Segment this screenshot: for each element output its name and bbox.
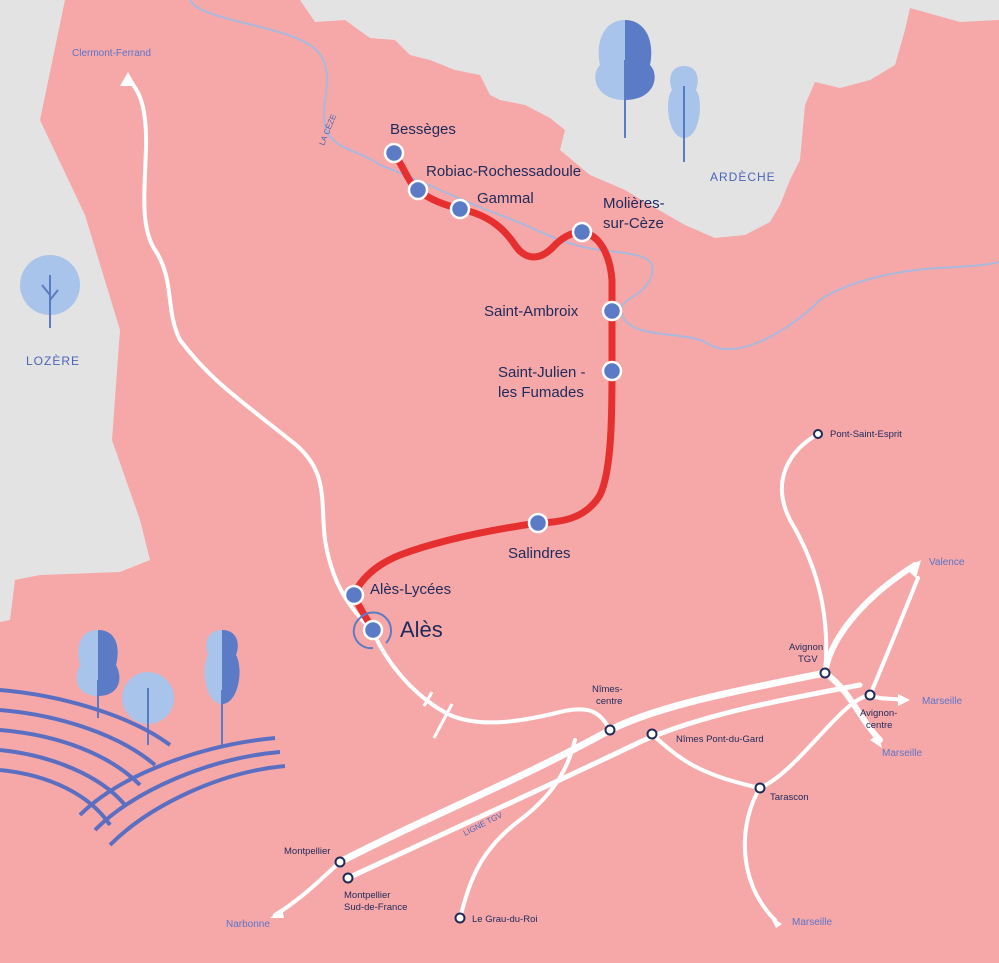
dest-label-narbonne: Narbonne	[226, 919, 270, 930]
river-north	[189, 0, 999, 350]
fields	[0, 688, 286, 847]
tree-icon	[204, 630, 240, 745]
station-label-robiac: Robiac-Rochessadoule	[426, 163, 581, 180]
station-label-tarascon: Tarascon	[770, 792, 809, 803]
station-label-avignon-tgv-2: TGV	[798, 654, 818, 665]
tree-icon	[595, 20, 655, 138]
station-label-molieres: Molières-	[603, 195, 665, 212]
station-label-ales: Alès	[400, 617, 443, 642]
dest-label-marseille-2: Marseille	[882, 748, 922, 759]
region-label-ardeche: ARDÈCHE	[710, 169, 776, 184]
station-label-pont-saint-esprit: Pont-Saint-Esprit	[830, 429, 902, 440]
station-label-saint-julien: Saint-Julien -	[498, 364, 586, 381]
dest-label-marseille-1: Marseille	[922, 696, 962, 707]
station-dots	[343, 142, 623, 641]
region-label-lozere: LOZÈRE	[26, 353, 80, 368]
station-label-ales-lycees: Alès-Lycées	[370, 581, 451, 598]
tree-icon	[122, 672, 174, 745]
dest-label-marseille-3: Marseille	[792, 917, 832, 928]
tree-icon	[76, 630, 120, 718]
outside-area-west	[0, 0, 150, 622]
station-label-avignon-tgv: Avignon	[789, 642, 823, 653]
station-label-salindres: Salindres	[508, 545, 571, 562]
dest-label-valence: Valence	[929, 557, 965, 568]
station-label-saint-ambroix: Saint-Ambroix	[484, 303, 579, 320]
station-label-saint-julien-2: les Fumades	[498, 384, 584, 401]
station-label-nimes-pont-du-gard: Nîmes Pont-du-Gard	[676, 734, 764, 745]
station-label-gammal: Gammal	[477, 190, 534, 207]
tree-icon	[20, 255, 80, 328]
tree-icon	[668, 66, 700, 162]
arrow-icon	[120, 72, 921, 928]
outside-area-north	[300, 0, 999, 238]
station-label-nimes-centre: Nîmes-	[592, 684, 623, 695]
station-label-nimes-centre-2: centre	[596, 696, 622, 707]
station-label-montpellier-sdf: Montpellier	[344, 890, 390, 901]
station-label-montpellier: Montpellier	[284, 846, 330, 857]
ales-ring	[352, 611, 393, 650]
station-label-montpellier-sdf-2: Sud-de-France	[344, 902, 407, 913]
station-label-molieres-2: sur-Cèze	[603, 215, 664, 232]
station-label-grau-du-roi: Le Grau-du-Roi	[472, 914, 537, 925]
small-stations	[334, 429, 876, 924]
station-label-besseges: Bessèges	[390, 121, 456, 138]
dest-label-clermont: Clermont-Ferrand	[72, 48, 151, 59]
station-label-avignon-centre: Avignon-	[860, 708, 897, 719]
tunnel-icon	[422, 691, 454, 739]
station-label-avignon-centre-2: centre	[866, 720, 892, 731]
